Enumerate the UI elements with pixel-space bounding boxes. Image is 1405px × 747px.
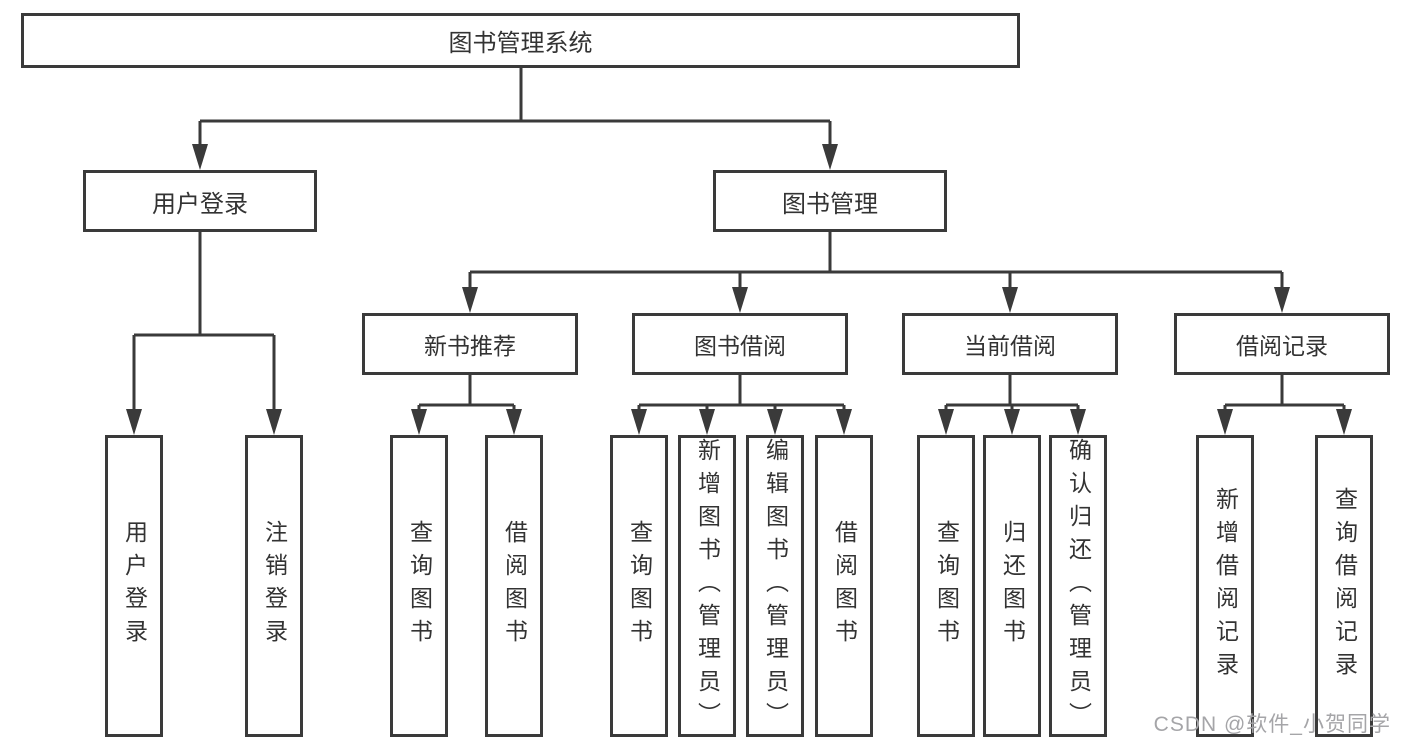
leaf-query-books-2: 查询图书 — [610, 435, 668, 737]
node-book-borrow: 图书借阅 — [632, 313, 848, 375]
node-label: 借阅记录 — [1236, 333, 1328, 359]
leaf-label: 借阅图书 — [831, 520, 858, 652]
leaf-user-login: 用户登录 — [105, 435, 163, 737]
leaf-label: 确认归还（管理员） — [1065, 438, 1092, 735]
node-new-book-recommend: 新书推荐 — [362, 313, 578, 375]
leaf-label: 新增图书（管理员） — [694, 438, 721, 735]
leaf-edit-books-admin: 编辑图书（管理员） — [746, 435, 804, 737]
node-label: 当前借阅 — [964, 333, 1056, 359]
leaf-borrow-books-1: 借阅图书 — [485, 435, 543, 737]
node-label: 新书推荐 — [424, 333, 516, 359]
leaf-label: 注销登录 — [261, 520, 288, 652]
leaf-confirm-return-admin: 确认归还（管理员） — [1049, 435, 1107, 737]
csdn-watermark: CSDN @软件_小贺同学 — [1153, 713, 1391, 736]
leaf-return-books: 归还图书 — [983, 435, 1041, 737]
leaf-logout: 注销登录 — [245, 435, 303, 737]
node-borrow-records: 借阅记录 — [1174, 313, 1390, 375]
leaf-label: 查询图书 — [626, 520, 653, 652]
arrowhead-icons — [126, 144, 1352, 435]
leaf-label: 查询借阅记录 — [1331, 487, 1358, 685]
leaf-add-books-admin: 新增图书（管理员） — [678, 435, 736, 737]
leaf-add-borrow-record: 新增借阅记录 — [1196, 435, 1254, 737]
leaf-label: 用户登录 — [121, 520, 148, 652]
leaf-label: 编辑图书（管理员） — [762, 438, 789, 735]
node-user-login: 用户登录 — [83, 170, 317, 232]
node-current-borrow: 当前借阅 — [902, 313, 1118, 375]
leaf-query-books-3: 查询图书 — [917, 435, 975, 737]
leaf-query-books-1: 查询图书 — [390, 435, 448, 737]
node-root-system: 图书管理系统 — [21, 13, 1020, 68]
node-root-label: 图书管理系统 — [448, 30, 593, 57]
leaf-label: 查询图书 — [406, 520, 433, 652]
leaf-label: 新增借阅记录 — [1212, 487, 1239, 685]
leaf-query-borrow-record: 查询借阅记录 — [1315, 435, 1373, 737]
node-label: 图书借阅 — [694, 333, 786, 359]
leaf-label: 借阅图书 — [501, 520, 528, 652]
connector-group — [132, 68, 1346, 411]
leaf-borrow-books-2: 借阅图书 — [815, 435, 873, 737]
node-book-management: 图书管理 — [713, 170, 947, 232]
node-label: 用户登录 — [152, 190, 248, 218]
node-label: 图书管理 — [782, 190, 878, 218]
leaf-label: 归还图书 — [999, 520, 1026, 652]
leaf-label: 查询图书 — [933, 520, 960, 652]
